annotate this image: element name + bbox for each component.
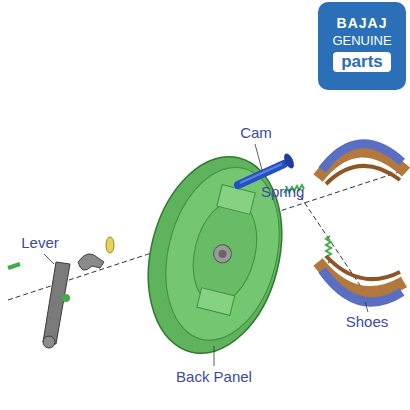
leader-line: [214, 346, 215, 366]
bolt: [8, 264, 20, 268]
leader-line: [44, 254, 54, 264]
washer: [106, 237, 114, 253]
leader-line: [365, 302, 368, 312]
part-label: Spring: [261, 184, 304, 201]
part-label: Back Panel: [176, 369, 252, 386]
logo-text: parts: [341, 52, 383, 72]
brand-badge: parts: [333, 52, 391, 72]
logo-text: BAJAJ: [337, 16, 388, 31]
cam: [238, 152, 296, 185]
part-label: Shoes: [346, 314, 389, 331]
part-label: Lever: [21, 235, 59, 252]
lever-plate: [78, 254, 104, 270]
lever-end: [43, 336, 55, 348]
brand-logo: BAJAJ GENUINE parts: [318, 2, 406, 90]
brake-shoe: [318, 144, 406, 184]
part-label: Cam: [240, 125, 272, 142]
lever: [43, 262, 70, 344]
logo-text: GENUINE: [332, 33, 391, 49]
nut: [62, 294, 70, 302]
back-panel: [129, 142, 302, 367]
brake-shoe: [318, 256, 404, 302]
leader-line: [255, 144, 262, 170]
